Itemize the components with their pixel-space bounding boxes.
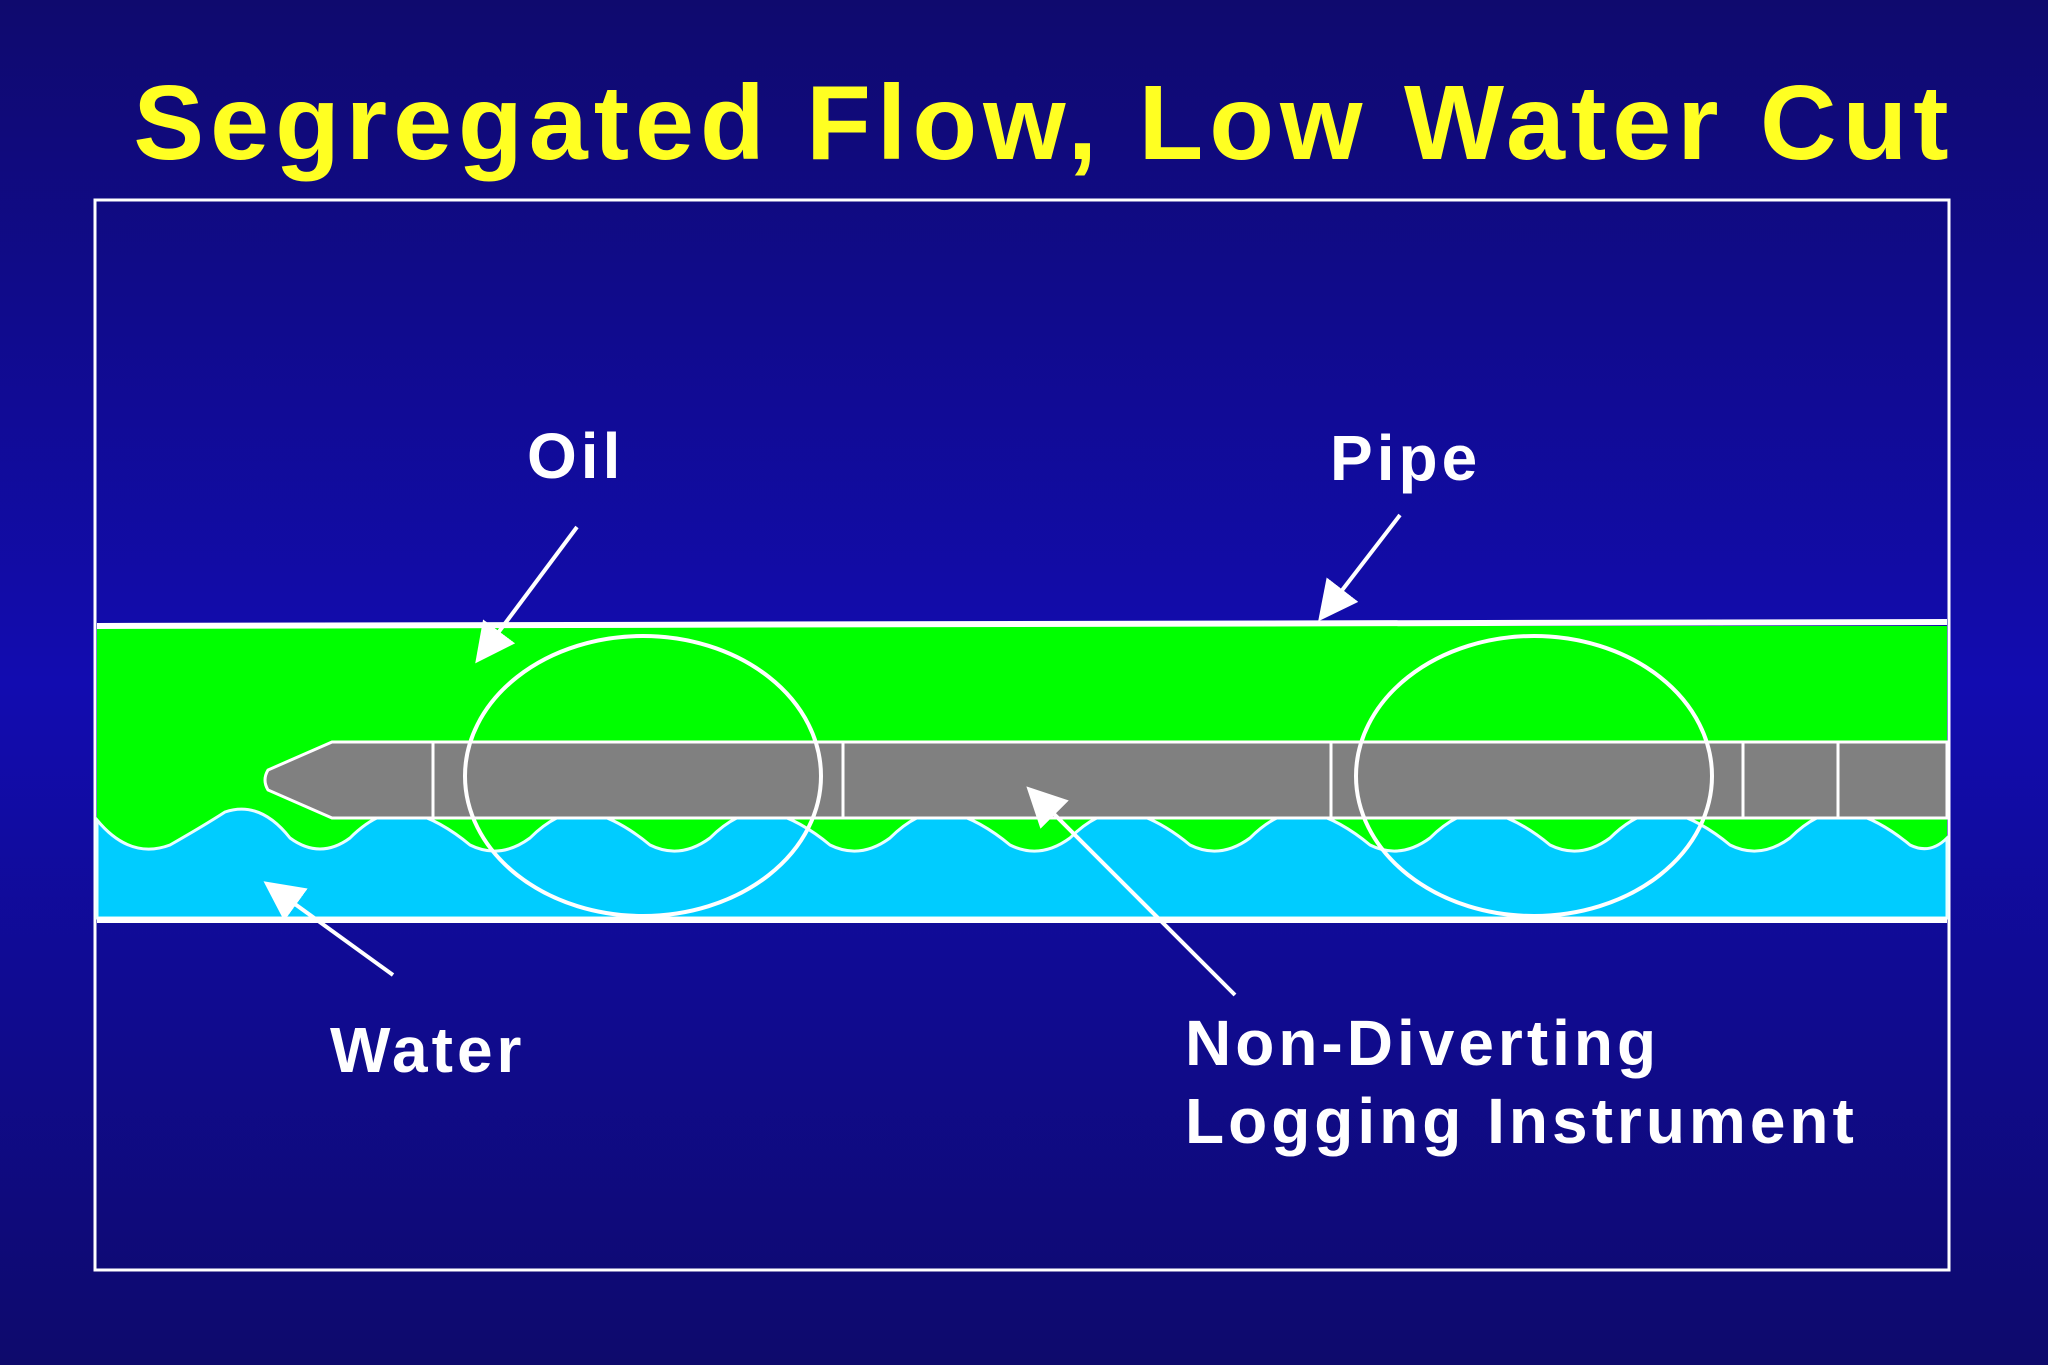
instrument-label-line1: Non-Diverting [1185, 1007, 1660, 1079]
slide-title: Segregated Flow, Low Water Cut [133, 64, 1955, 182]
pipe-top-wall [96, 619, 1948, 629]
water-arrow [263, 881, 395, 977]
logging-instrument [263, 740, 1949, 820]
pipe-arrow [1318, 513, 1402, 622]
oil-arrow [475, 525, 579, 664]
pipe-label: Pipe [1330, 422, 1481, 494]
flow-bubble [1354, 634, 1714, 918]
instrument-label-line2: Logging Instrument [1185, 1085, 1858, 1157]
instrument-arrow [1026, 786, 1237, 997]
oil-label: Oil [527, 420, 624, 492]
flow-bubble [463, 634, 823, 918]
water-label: Water [330, 1014, 525, 1086]
diagram-frame [93, 198, 1951, 1272]
